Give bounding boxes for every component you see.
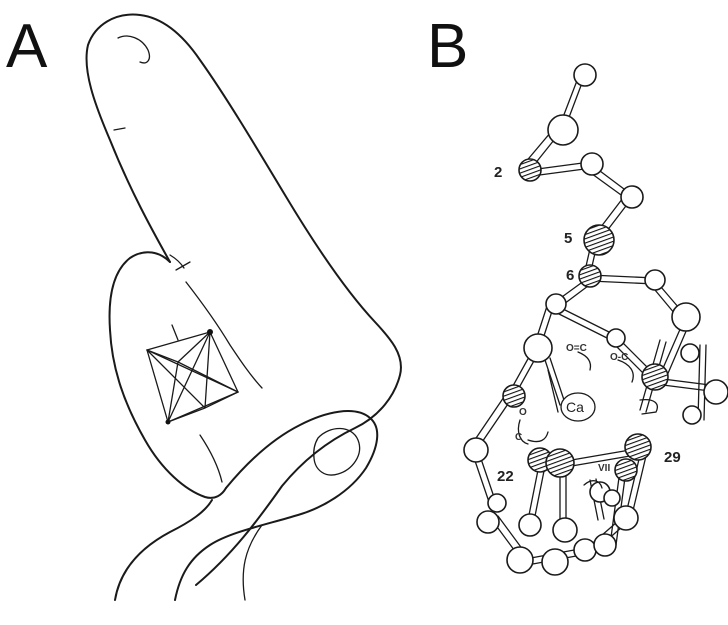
calcium-ion: Ca (561, 393, 595, 421)
thumb-outline (175, 411, 377, 600)
molecular-structure: Ca O=C O-C O C VII 2 5 6 22 29 (464, 64, 728, 575)
palm-outline (110, 252, 226, 498)
thumbnail (314, 428, 360, 475)
carbonyl-label: VII (598, 463, 610, 474)
calcium-label: Ca (566, 399, 584, 415)
residue-label-5: 5 (564, 230, 572, 247)
carbonyl-label: C (515, 432, 522, 443)
atoms-open (464, 64, 728, 575)
residue-label-29: 29 (664, 449, 681, 466)
carbonyl-label: O=C (566, 343, 587, 354)
carbonyl-label: O (519, 407, 527, 418)
octahedron-icon (147, 325, 238, 425)
fingernail (118, 36, 149, 63)
knuckle-crease (114, 128, 125, 130)
carbonyl-label: O-C (610, 352, 628, 363)
residue-label-2: 2 (494, 164, 502, 181)
residue-label-6: 6 (566, 267, 574, 284)
residue-label-22: 22 (497, 468, 514, 485)
hand-drawing (87, 15, 401, 600)
index-finger-outline (87, 15, 401, 585)
curled-finger-line (243, 525, 262, 600)
knuckle-crease (176, 262, 190, 270)
palm-crease (200, 435, 222, 482)
